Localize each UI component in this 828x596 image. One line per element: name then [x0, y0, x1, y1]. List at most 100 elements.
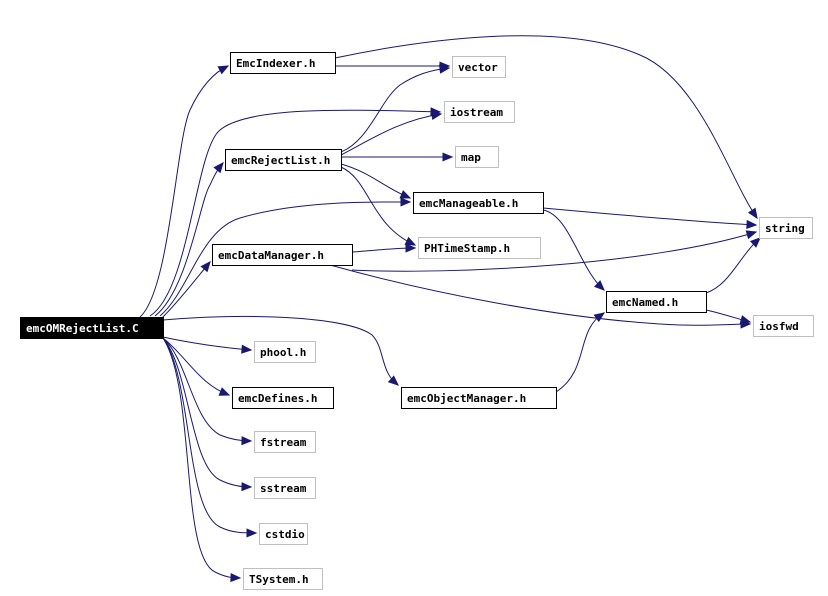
node-phool[interactable]: phool.h [254, 341, 316, 363]
node-label-defines: emcDefines.h [238, 392, 317, 405]
node-fstream[interactable]: fstream [254, 431, 316, 453]
node-label-phool: phool.h [260, 346, 306, 359]
edge-root-to-fstream-arrowhead [241, 436, 253, 446]
edge-datamanager-to-string-arrowhead [745, 230, 758, 240]
node-label-manageable: emcManageable.h [419, 197, 518, 210]
node-box-datamanager [212, 244, 353, 266]
edge-root-to-defines-arrowhead [218, 387, 231, 396]
edge-root-to-objectmanager [162, 316, 399, 386]
edge-indexer-to-string-arrowhead [747, 207, 758, 220]
node-indexer[interactable]: EmcIndexer.h [230, 52, 336, 74]
node-box-tsystem [243, 568, 323, 590]
node-box-phtimestamp [418, 237, 541, 259]
edge-root-to-objectmanager-arrowhead [387, 375, 399, 386]
edge-datamanager-to-iosfwd [329, 264, 751, 326]
node-label-root: emcOMRejectList.C [26, 322, 139, 335]
node-label-iosfwd: iosfwd [759, 320, 799, 333]
edge-objectmanager-to-named [555, 312, 605, 393]
node-label-phtimestamp: PHTimeStamp.h [424, 242, 510, 255]
edge-rejectlist-to-vector-arrowhead [439, 64, 451, 74]
node-label-objectmanager: emcObjectManager.h [407, 392, 526, 405]
edge-root-to-indexer [139, 65, 229, 318]
node-iosfwd[interactable]: iosfwd [753, 315, 814, 337]
edge-root-to-phool-arrowhead [241, 344, 253, 354]
edge-root-to-datamanager-arrowhead [200, 261, 211, 273]
node-string[interactable]: string [759, 217, 813, 239]
node-label-string: string [765, 222, 805, 235]
edge-rejectlist-to-iostream-arrowhead [430, 111, 443, 121]
edge-root-to-sstream-arrowhead [241, 482, 253, 492]
node-datamanager[interactable]: emcDataManager.h [212, 244, 353, 266]
node-label-indexer: EmcIndexer.h [236, 57, 315, 70]
node-box-vector [452, 56, 506, 78]
node-tsystem[interactable]: TSystem.h [243, 568, 323, 590]
edge-root-to-cstdio-arrowhead [246, 528, 258, 538]
edge-named-to-string [705, 237, 761, 294]
node-label-named: emcNamed.h [612, 296, 678, 309]
edge-rejectlist-to-manageable [340, 163, 411, 199]
edge-root-to-indexer-arrowhead [217, 65, 230, 75]
node-label-rejectlist: emcRejectList.h [231, 154, 330, 167]
edge-root-to-rejectlist-arrowhead [213, 162, 224, 174]
node-rejectlist[interactable]: emcRejectList.h [225, 149, 342, 171]
node-box-phool [254, 341, 316, 363]
node-iostream[interactable]: iostream [444, 101, 515, 123]
dependency-edges [139, 35, 761, 583]
edge-indexer-to-string [334, 35, 758, 219]
node-manageable[interactable]: emcManageable.h [413, 192, 544, 214]
edge-root-to-fstream [162, 337, 252, 442]
node-box-map [455, 146, 499, 168]
edge-root-to-tsystem-arrowhead [230, 573, 242, 583]
node-root[interactable]: emcOMRejectList.C [20, 317, 164, 339]
node-map[interactable]: map [455, 146, 499, 168]
node-label-iostream: iostream [450, 106, 503, 119]
node-box-defines [232, 387, 334, 409]
edge-manageable-to-string-arrowhead [746, 219, 758, 230]
node-vector[interactable]: vector [452, 56, 506, 78]
node-label-vector: vector [458, 61, 498, 74]
edge-named-to-string-arrowhead [749, 237, 761, 248]
node-box-objectmanager [401, 387, 557, 409]
node-defines[interactable]: emcDefines.h [232, 387, 334, 409]
node-named[interactable]: emcNamed.h [606, 291, 707, 313]
edge-root-to-tsystem [162, 337, 241, 579]
node-sstream[interactable]: sstream [254, 477, 316, 499]
dependency-nodes: emcOMRejectList.C EmcIndexer.h vector iostr… [20, 52, 814, 590]
edge-root-to-manageable-arrowhead [400, 197, 412, 207]
edge-root-to-sstream [162, 337, 252, 488]
node-box-iostream [444, 101, 515, 123]
edge-root-to-manageable [159, 201, 411, 317]
edge-datamanager-to-string [351, 231, 757, 272]
node-box-string [759, 217, 813, 239]
edge-rejectlist-to-phtimestamp-arrowhead [404, 236, 417, 246]
node-box-manageable [413, 192, 544, 214]
node-label-sstream: sstream [260, 482, 307, 495]
edge-rejectlist-to-iostream [340, 113, 442, 156]
edge-manageable-to-named [542, 209, 605, 291]
edge-objectmanager-to-named-arrowhead [593, 312, 606, 323]
node-label-cstdio: cstdio [265, 528, 305, 541]
node-objectmanager[interactable]: emcObjectManager.h [401, 387, 557, 409]
node-box-indexer [230, 52, 336, 74]
edge-root-to-cstdio [162, 337, 257, 534]
edge-rejectlist-to-vector [340, 67, 450, 153]
node-label-datamanager: emcDataManager.h [218, 249, 324, 262]
edge-root-to-phool [162, 336, 252, 351]
node-box-cstdio [259, 523, 308, 545]
node-cstdio[interactable]: cstdio [259, 523, 308, 545]
edge-named-to-iosfwd-arrowhead [739, 315, 752, 324]
node-box-fstream [254, 431, 316, 453]
node-phtimestamp[interactable]: PHTimeStamp.h [418, 237, 541, 259]
edge-datamanager-to-phtimestamp-arrowhead [405, 243, 417, 253]
node-label-map: map [461, 151, 481, 164]
edge-root-to-rejectlist [154, 162, 224, 317]
edge-rejectlist-to-manageable-arrowhead [399, 190, 412, 199]
node-box-root [20, 317, 164, 339]
node-label-tsystem: TSystem.h [249, 573, 309, 586]
node-box-iosfwd [753, 315, 814, 337]
node-label-fstream: fstream [260, 436, 307, 449]
edge-rejectlist-to-map-arrowhead [442, 152, 454, 162]
edge-rejectlist-to-phtimestamp [340, 166, 416, 246]
node-box-sstream [254, 477, 316, 499]
